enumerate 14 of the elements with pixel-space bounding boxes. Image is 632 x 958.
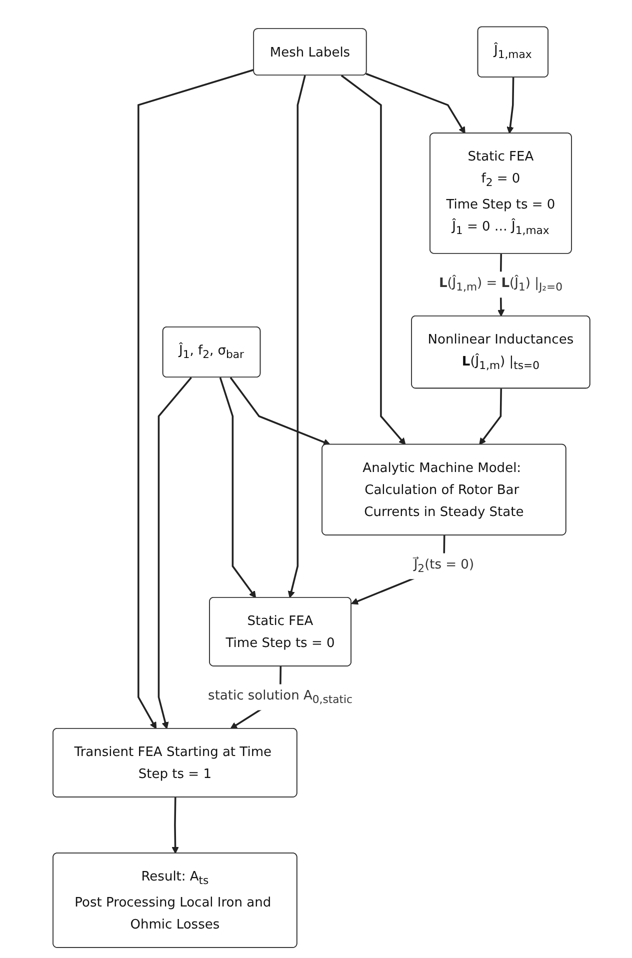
arrow [137, 68, 254, 730]
arrow [288, 75, 306, 598]
arrow [478, 388, 502, 446]
flowchart: L(Ĵ$_{1,m}$) = L(Ĵ$_{1}$) |$_{J₂=0}$ J⃗$_{2}$(ts = 0) static solution A$_{0,static}$ Ĵ$_{1,max}$ Static FEA f$_{2}$ = 0 Time Step ts = 0 Ĵ$_{1}$ = 0 … Ĵ$_{1,max}$ Nonlinear Inductances L(Ĵ$_{1,m}$) |$_{ts=0}$ Ĵ$_{1}$, f$_{2}$, σ$_{bar}$ Analytic Machine Model: Calculation of Rotor Bar Currents in Steady State Mesh Labels Static FEA Time Step ts = 0 Transient FEA Starting at Time Step ts = 1 Result: A$_{ts}$ Post Processing Local Iron and Ohmic Losses [36, 4, 596, 954]
arrow [366, 72, 466, 134]
arrow [172, 797, 179, 854]
arrow [506, 77, 514, 134]
arrow [219, 377, 256, 598]
arrow [340, 74, 406, 446]
edge-label: J⃗$_{2}$(ts = 0) [414, 556, 474, 576]
edge-label: L(Ĵ$_{1,m}$) = L(Ĵ$_{1}$) |$_{J₂=0}$ [438, 274, 562, 294]
edge-label: static solution A$_{0,static}$ [208, 687, 352, 706]
arrow [158, 377, 192, 730]
arrow [230, 377, 330, 446]
